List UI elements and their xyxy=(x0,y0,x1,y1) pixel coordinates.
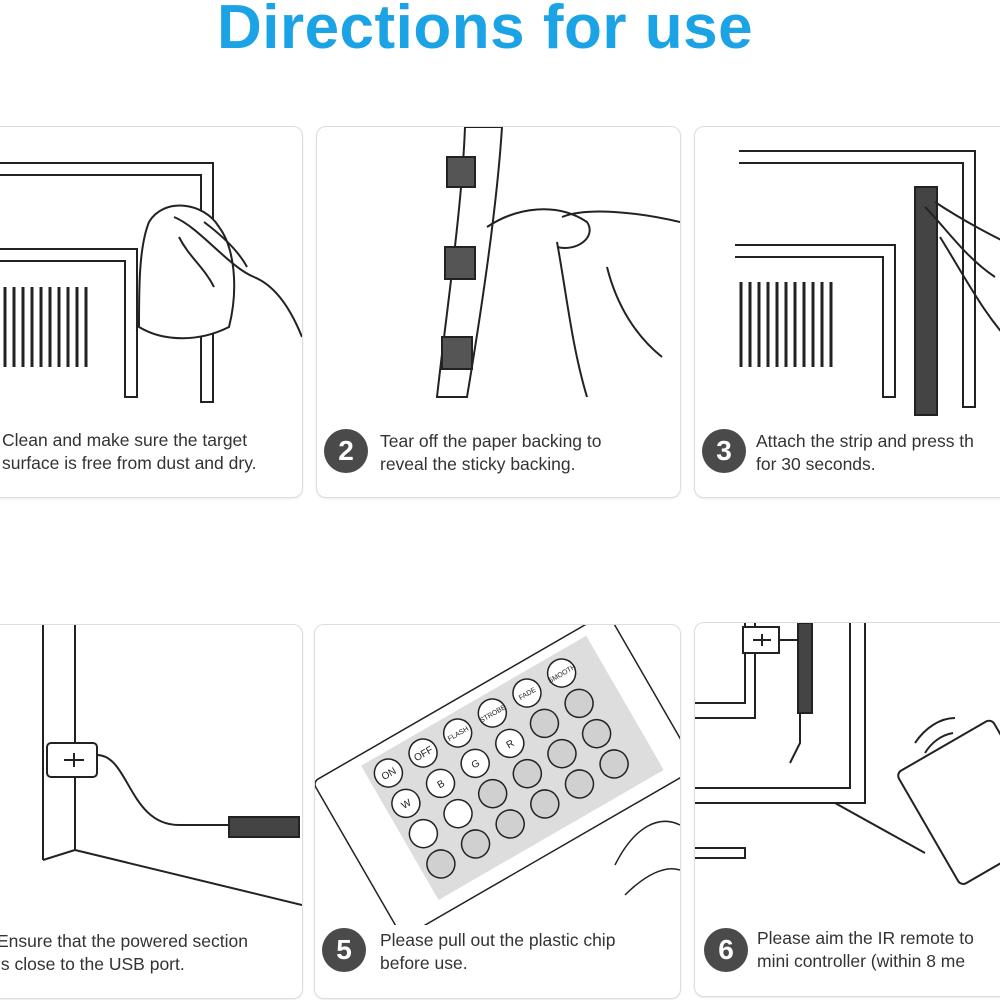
step-6-line-2: mini controller (within 8 me xyxy=(757,951,966,971)
step-3-line-1: Attach the strip and press th xyxy=(756,431,974,451)
remote-b-label: B xyxy=(436,778,448,791)
step-5-badge: 5 xyxy=(322,928,366,972)
step-card-2: 2 Tear off the paper backing to reveal t… xyxy=(316,126,681,498)
step-2-badge: 2 xyxy=(324,429,368,473)
step-5-line-1: Please pull out the plastic chip xyxy=(380,930,616,950)
clean-surface-illustration xyxy=(0,127,302,427)
step-5-line-2: before use. xyxy=(380,953,468,973)
attach-strip-illustration xyxy=(695,127,1000,427)
step-card-3: 3 Attach the strip and press th for 30 s… xyxy=(694,126,1000,498)
ir-remote-illustration xyxy=(695,623,1000,923)
page-title: Directions for use xyxy=(216,0,754,62)
usb-connection-illustration xyxy=(0,625,302,925)
step-card-5: ON OFF W B G R FLASH STROBE FADE SMOOTH … xyxy=(314,624,681,999)
step-6-line-1: Please aim the IR remote to xyxy=(757,928,974,948)
step-card-1: Clean and make sure the target surface i… xyxy=(0,126,303,498)
step-1-line-1: Clean and make sure the target xyxy=(2,430,248,450)
remote-r-label: R xyxy=(505,738,517,751)
step-2-line-2: reveal the sticky backing. xyxy=(380,454,576,474)
step-card-6: 6 Please aim the IR remote to mini contr… xyxy=(694,622,1000,997)
usb-icon xyxy=(753,634,771,646)
tear-backing-illustration xyxy=(317,127,680,427)
usb-icon xyxy=(64,753,84,767)
step-1-line-2: surface is free from dust and dry. xyxy=(2,453,257,473)
step-2-line-1: Tear off the paper backing to xyxy=(380,431,602,451)
step-4-line-1: Ensure that the powered section xyxy=(0,931,248,951)
step-3-line-2: for 30 seconds. xyxy=(756,454,876,474)
step-4-line-2: is close to the USB port. xyxy=(0,954,185,974)
remote-chip-illustration: ON OFF W B G R FLASH STROBE FADE SMOOTH xyxy=(315,625,680,925)
step-3-badge: 3 xyxy=(702,429,746,473)
step-6-badge: 6 xyxy=(704,928,748,972)
step-card-4: Ensure that the powered section is close… xyxy=(0,624,303,999)
